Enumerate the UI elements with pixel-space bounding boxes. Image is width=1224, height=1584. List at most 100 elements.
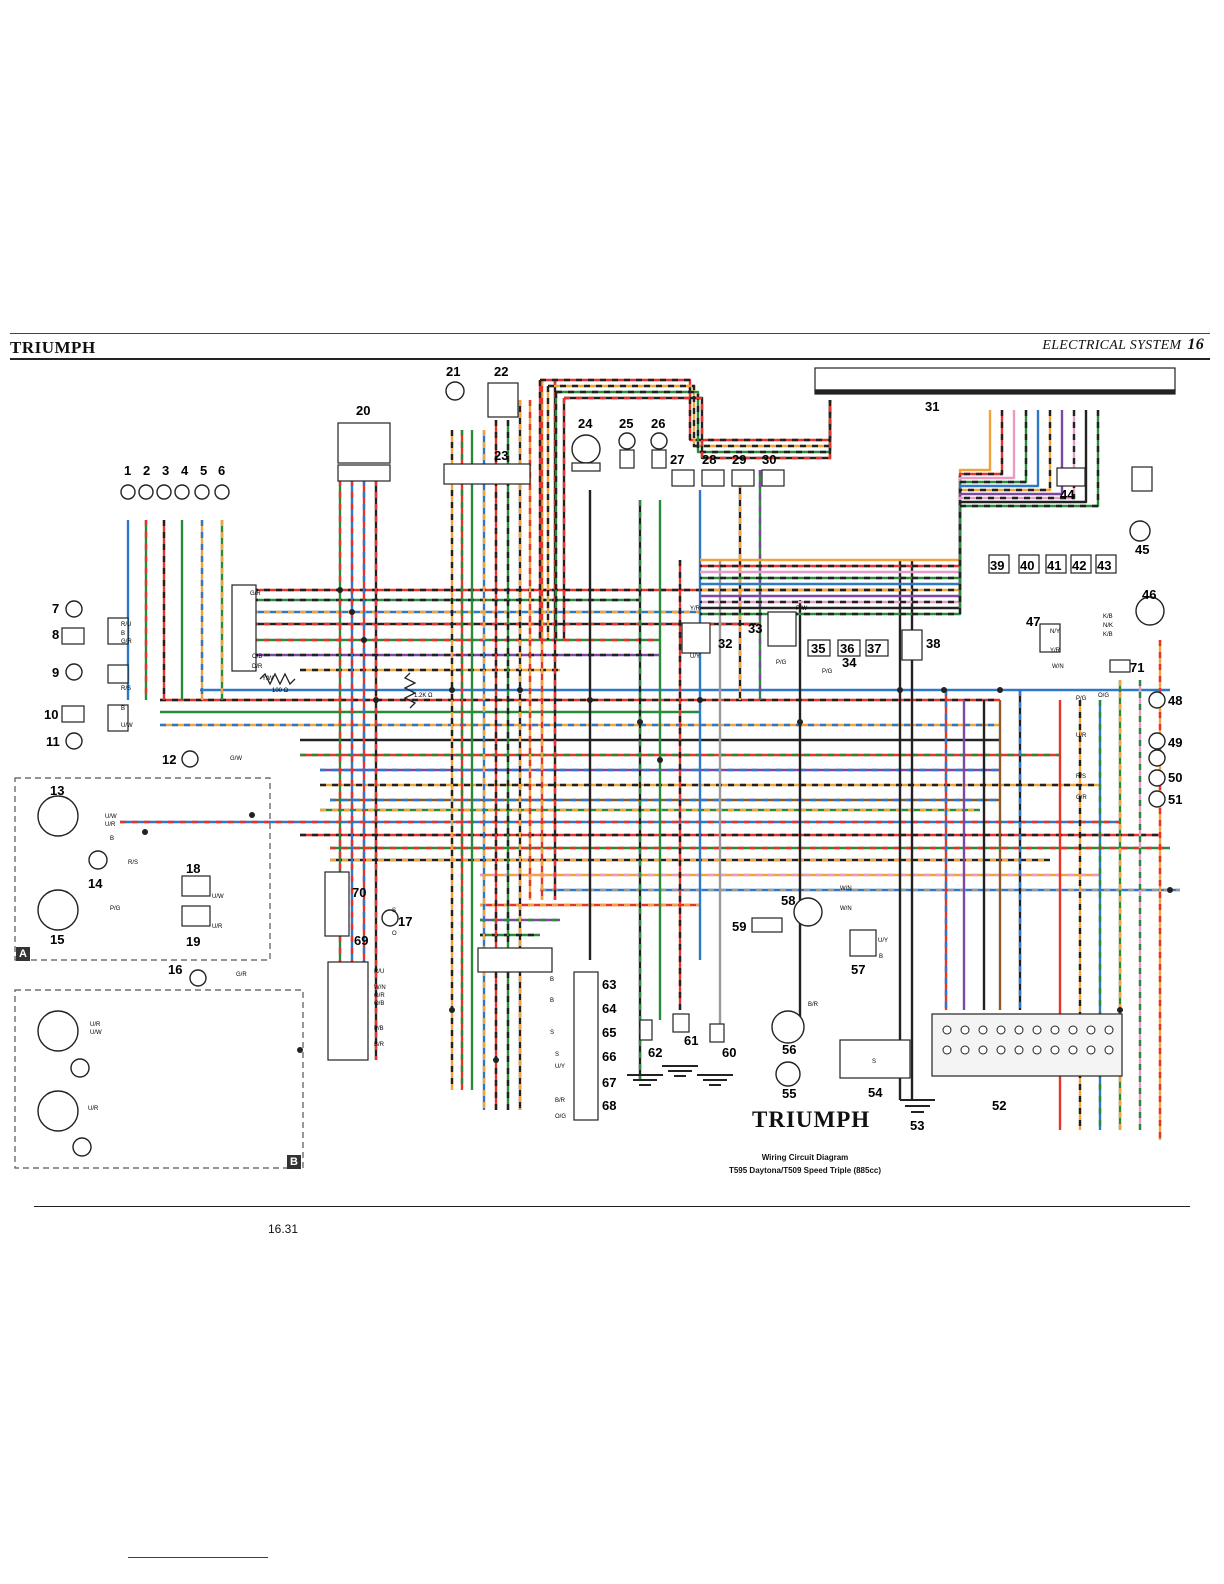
component-number-55: 55	[782, 1086, 796, 1101]
wire-code-label: W/N	[840, 886, 852, 892]
junction-dot	[297, 1047, 303, 1053]
junction-dot	[997, 687, 1003, 693]
component-number-18: 18	[186, 861, 200, 876]
fuse	[978, 1045, 988, 1055]
junction-dot	[337, 587, 343, 593]
component-number-19: 19	[186, 934, 200, 949]
wire-code-label: U/R	[88, 1106, 99, 1112]
sensor-58	[793, 897, 823, 927]
component-number-8: 8	[52, 627, 59, 642]
junction-dot	[697, 697, 703, 703]
relay-22	[487, 382, 519, 418]
connector-28	[701, 469, 725, 487]
fuse	[1014, 1025, 1024, 1035]
wire-code-label: N/K	[1103, 623, 1113, 629]
lamp-7	[65, 600, 83, 618]
component-number-38: 38	[926, 636, 940, 651]
connector-30	[761, 469, 785, 487]
wire-code-label: Y/R	[690, 606, 701, 612]
component-56	[771, 1010, 805, 1044]
component-number-23: 23	[494, 448, 508, 463]
connector-59	[751, 917, 783, 933]
fuse	[960, 1025, 970, 1035]
connector-61	[672, 1013, 690, 1033]
gauge-24	[571, 434, 601, 464]
relay-18	[181, 875, 211, 897]
component-number-26: 26	[651, 416, 665, 431]
ground-61	[662, 1065, 698, 1077]
ecu-31-pins	[814, 367, 1176, 391]
component-number-5: 5	[200, 463, 207, 478]
wire-code-label: U/R	[105, 822, 116, 828]
fuse	[1068, 1025, 1078, 1035]
wire-code-label: U/R	[90, 1022, 101, 1028]
junction-dot	[1167, 887, 1173, 893]
component-number-63: 63	[602, 977, 616, 992]
component-21	[445, 381, 465, 401]
gauge-24-base	[571, 462, 601, 472]
header-brand-logo: TRIUMPH	[10, 338, 96, 357]
component-number-65: 65	[602, 1025, 616, 1040]
component-number-12: 12	[162, 752, 176, 767]
section-marker-a: A	[16, 947, 30, 961]
wire-code-label: W/N	[840, 906, 852, 912]
fuse	[942, 1025, 952, 1035]
wire-code-label: K/B	[1103, 632, 1113, 638]
wire-code-label: G/R	[250, 591, 261, 597]
wire-tracer	[700, 410, 1052, 592]
lamp-10	[61, 705, 85, 723]
component-number-35: 35	[811, 641, 825, 656]
wire-code-label: U/Y	[555, 1064, 565, 1070]
component-number-29: 29	[732, 452, 746, 467]
fuse	[1068, 1045, 1078, 1055]
page-number: 16.31	[268, 1222, 299, 1236]
wire-code-label: P/G	[1076, 696, 1087, 702]
component-number-68: 68	[602, 1098, 616, 1113]
wire-code-label: R/S	[121, 686, 131, 692]
headlight-15b	[37, 1090, 79, 1132]
component-number-51: 51	[1168, 792, 1182, 807]
component-number-49: 49	[1168, 735, 1182, 750]
wire-code-label: S	[555, 1052, 559, 1058]
wire	[700, 410, 992, 562]
wire-code-label: U/R	[1076, 733, 1087, 739]
wire-tracer	[700, 410, 1028, 580]
wire-code-label: U/Y	[878, 938, 888, 944]
fuse	[1032, 1045, 1042, 1055]
wire-code-label: O	[392, 931, 397, 937]
component-42-frame	[1070, 554, 1092, 574]
component-39-frame	[988, 554, 1010, 574]
bulb-3	[156, 484, 172, 500]
component-number-59: 59	[732, 919, 746, 934]
lamp-9	[65, 663, 83, 681]
component-number-24: 24	[578, 416, 593, 431]
component-number-66: 66	[602, 1049, 616, 1064]
connector-20	[337, 422, 391, 464]
switchgear-69	[327, 961, 369, 1061]
wire-code-label: S	[392, 908, 396, 914]
battery-54	[839, 1039, 911, 1079]
wire-code-label: U/W	[105, 814, 117, 820]
relay-19	[181, 905, 211, 927]
wire-code-label: U/W	[121, 723, 133, 729]
wire-code-label: U/R	[212, 924, 223, 930]
headlight-13b	[37, 1010, 79, 1052]
component-number-28: 28	[702, 452, 716, 467]
wire-code-label: O/B	[374, 1001, 384, 1007]
switchgear-63-68	[573, 971, 599, 1121]
component-number-9: 9	[52, 665, 59, 680]
wire-code-label: Y/W	[262, 676, 274, 682]
wire	[700, 410, 1004, 568]
component-number-10: 10	[44, 707, 58, 722]
connector-25	[619, 449, 635, 469]
wire-color-codes: 100 Ω1.2K ΩR/UBG/RR/SBU/WG/RO/BD/RY/WG/W…	[88, 591, 1113, 1120]
fuse	[1104, 1045, 1114, 1055]
junction-dot	[493, 1057, 499, 1063]
section-a-box	[14, 777, 271, 961]
component-number-43: 43	[1097, 558, 1111, 573]
fuse	[978, 1025, 988, 1035]
switch-57	[849, 929, 877, 957]
bulb-2	[138, 484, 154, 500]
component-number-37: 37	[867, 641, 881, 656]
